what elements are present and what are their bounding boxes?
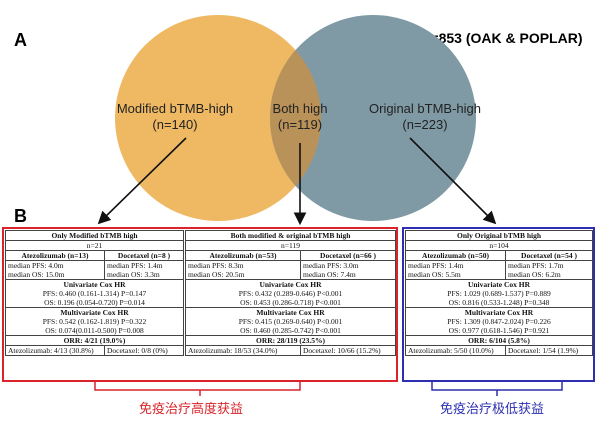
table-only-original: Only Original bTMB high n=104 Atezolizum… <box>404 230 594 356</box>
multi-os: OS: 0.460 (0.285-0.742) P<0.001 <box>240 326 341 335</box>
multi-title: Multivariate Cox HR <box>464 308 534 318</box>
arm-left: Atezolizumab (n=13) <box>5 250 105 261</box>
left-pfs: median PFS: 4.0m <box>8 261 64 271</box>
left-os: median OS: 20.5m <box>188 270 245 279</box>
multi-pfs: PFS: 0.542 (0.162-1.819) P=0.322 <box>42 317 147 326</box>
overlap-name: Both high <box>272 101 328 116</box>
left-pfs: median PFS: 8.3m <box>188 261 244 271</box>
annotation-brackets <box>94 381 563 396</box>
original-label: Original bTMB-high (n=223) <box>350 101 500 133</box>
modified-count: (n=140) <box>152 117 198 132</box>
right-pfs: median PFS: 1.7m <box>508 261 564 271</box>
multi-os: OS: 0.977 (0.618-1.546) P=0.921 <box>448 326 550 335</box>
arm-left: Atezolizumab (n=50) <box>405 250 506 261</box>
arm-right: Docetaxel (n=8 ) <box>104 250 184 261</box>
original-count: (n=223) <box>402 117 448 132</box>
orr-total: ORR: 6/104 (5.8%) <box>404 335 594 346</box>
original-circle <box>270 15 476 221</box>
uni-pfs: PFS: 0.432 (0.289-0.646) P<0.001 <box>238 289 343 298</box>
orr-left: Atezolizumab: 18/53 (34.0%) <box>185 345 301 356</box>
panel-b-label: B <box>14 206 27 226</box>
left-pfs: median PFS: 1.4m <box>408 261 464 271</box>
orr-total: ORR: 4/21 (19.0%) <box>5 335 184 346</box>
group-n: n=104 <box>404 240 594 251</box>
orr-left: Atezolizumab: 4/13 (30.8%) <box>5 345 105 356</box>
annotation-low-benefit: 免疫治疗极低获益 <box>440 402 545 417</box>
group-title: Only Modified bTMB high <box>5 230 184 241</box>
right-pfs: median PFS: 1.4m <box>107 261 163 271</box>
uni-pfs: PFS: 0.460 (0.161-1.314) P=0.147 <box>42 289 147 298</box>
multi-os: OS: 0.074(0.011-0.500) P=0.008 <box>45 326 144 335</box>
multi-pfs: PFS: 0.415 (0.269-0.640) P<0.001 <box>238 317 343 326</box>
uni-pfs: PFS: 1.029 (0.689-1.537) P=0.889 <box>447 289 551 298</box>
low-benefit-bracket <box>431 381 563 396</box>
arm-left: Atezolizumab (n=53) <box>185 250 301 261</box>
table-both-high: Both modified & original bTMB high n=119… <box>185 230 396 356</box>
uni-title: Univariate Cox HR <box>259 280 322 290</box>
uni-title: Univariate Cox HR <box>467 280 531 290</box>
group-title: Only Original bTMB high <box>404 230 594 241</box>
overlap-label: Both high (n=119) <box>258 101 342 133</box>
arm-right: Docetaxel (n=66 ) <box>300 250 396 261</box>
right-os: median OS: 3.3m <box>107 270 160 279</box>
right-os: median OS: 6.2m <box>508 270 561 279</box>
panel-a-label: A <box>14 30 27 50</box>
arrow-original <box>409 137 497 225</box>
original-name: Original bTMB-high <box>369 101 481 116</box>
total-label: Total=853 (OAK & POPLAR) <box>398 30 583 46</box>
uni-title: Univariate Cox HR <box>63 280 126 290</box>
modified-label: Modified bTMB-high (n=140) <box>100 101 250 133</box>
orr-right: Docetaxel: 1/54 (1.9%) <box>504 345 594 356</box>
uni-os: OS: 0.816 (0.533-1.248) P=0.348 <box>448 298 550 307</box>
orr-right: Docetaxel: 10/66 (15.2%) <box>300 345 396 356</box>
modified-circle <box>115 15 321 221</box>
overlap-count: (n=119) <box>277 117 323 132</box>
high-benefit-bracket <box>94 381 301 396</box>
group-n: n=21 <box>5 240 184 251</box>
right-pfs: median PFS: 3.0m <box>303 261 359 271</box>
annotation-high-benefit: 免疫治疗高度获益 <box>139 402 244 417</box>
right-os: median OS: 7.4m <box>303 270 356 279</box>
multi-title: Multivariate Cox HR <box>60 308 129 318</box>
uni-os: OS: 0.453 (0.286-0.718) P<0.001 <box>240 298 341 307</box>
multi-title: Multivariate Cox HR <box>256 308 325 318</box>
group-title: Both modified & original bTMB high <box>185 230 396 241</box>
group-n: n=119 <box>185 240 396 251</box>
table-only-modified: Only Modified bTMB high n=21 Atezolizuma… <box>5 230 184 356</box>
orr-left: Atezolizumab: 5/50 (10.0%) <box>405 345 506 356</box>
multi-pfs: PFS: 1.309 (0.847-2.024) P=0.226 <box>447 317 551 326</box>
left-os: median OS: 5.5m <box>408 270 461 279</box>
uni-os: OS: 0.196 (0.054-0.720) P=0.014 <box>44 298 145 307</box>
modified-name: Modified bTMB-high <box>116 101 234 116</box>
left-os: median OS: 15.0m <box>8 270 65 279</box>
arrow-modified <box>97 137 187 225</box>
orr-right: Docetaxel: 0/8 (0%) <box>104 345 184 356</box>
orr-total: ORR: 28/119 (23.5%) <box>185 335 396 346</box>
venn-diagram <box>97 15 497 226</box>
arm-right: Docetaxel (n=54 ) <box>504 250 594 261</box>
